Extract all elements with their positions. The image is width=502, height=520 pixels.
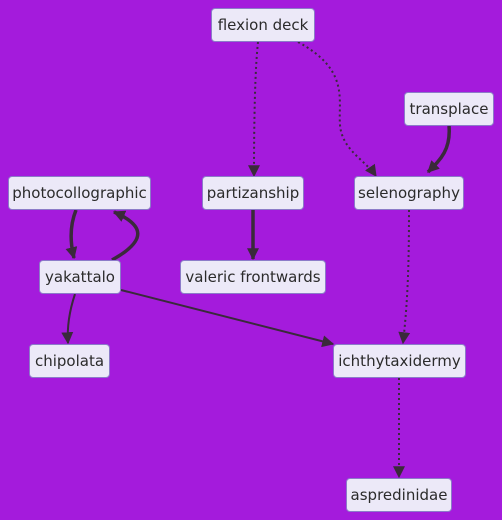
edge-flexion-deck-to-partizanship (248, 41, 261, 178)
node-flexion-deck[interactable]: flexion deck (211, 8, 315, 42)
edge-yakattalo-to-photocollographic (111, 210, 140, 262)
edge-flexion-deck-to-selenography (297, 41, 377, 177)
node-selenography[interactable]: selenography (354, 176, 464, 210)
node-partizanship[interactable]: partizanship (202, 176, 304, 210)
edge-yakattalo-to-ichthytaxidermy (120, 289, 335, 348)
node-photocollographic[interactable]: photocollographic (8, 176, 151, 210)
node-transplace[interactable]: transplace (404, 92, 494, 126)
edge-transplace-to-selenography (426, 125, 451, 174)
edge-photocollographic-to-yakattalo (65, 209, 78, 260)
node-chipolata[interactable]: chipolata (29, 344, 110, 378)
edge-yakattalo-to-chipolata (61, 293, 76, 345)
node-ichthytaxidermy[interactable]: ichthytaxidermy (333, 344, 466, 378)
edge-selenography-to-ichthytaxidermy (398, 209, 411, 345)
node-valeric-frontwards[interactable]: valeric frontwards (180, 260, 326, 294)
node-aspredinidae[interactable]: aspredinidae (346, 478, 452, 512)
node-yakattalo[interactable]: yakattalo (39, 260, 121, 294)
